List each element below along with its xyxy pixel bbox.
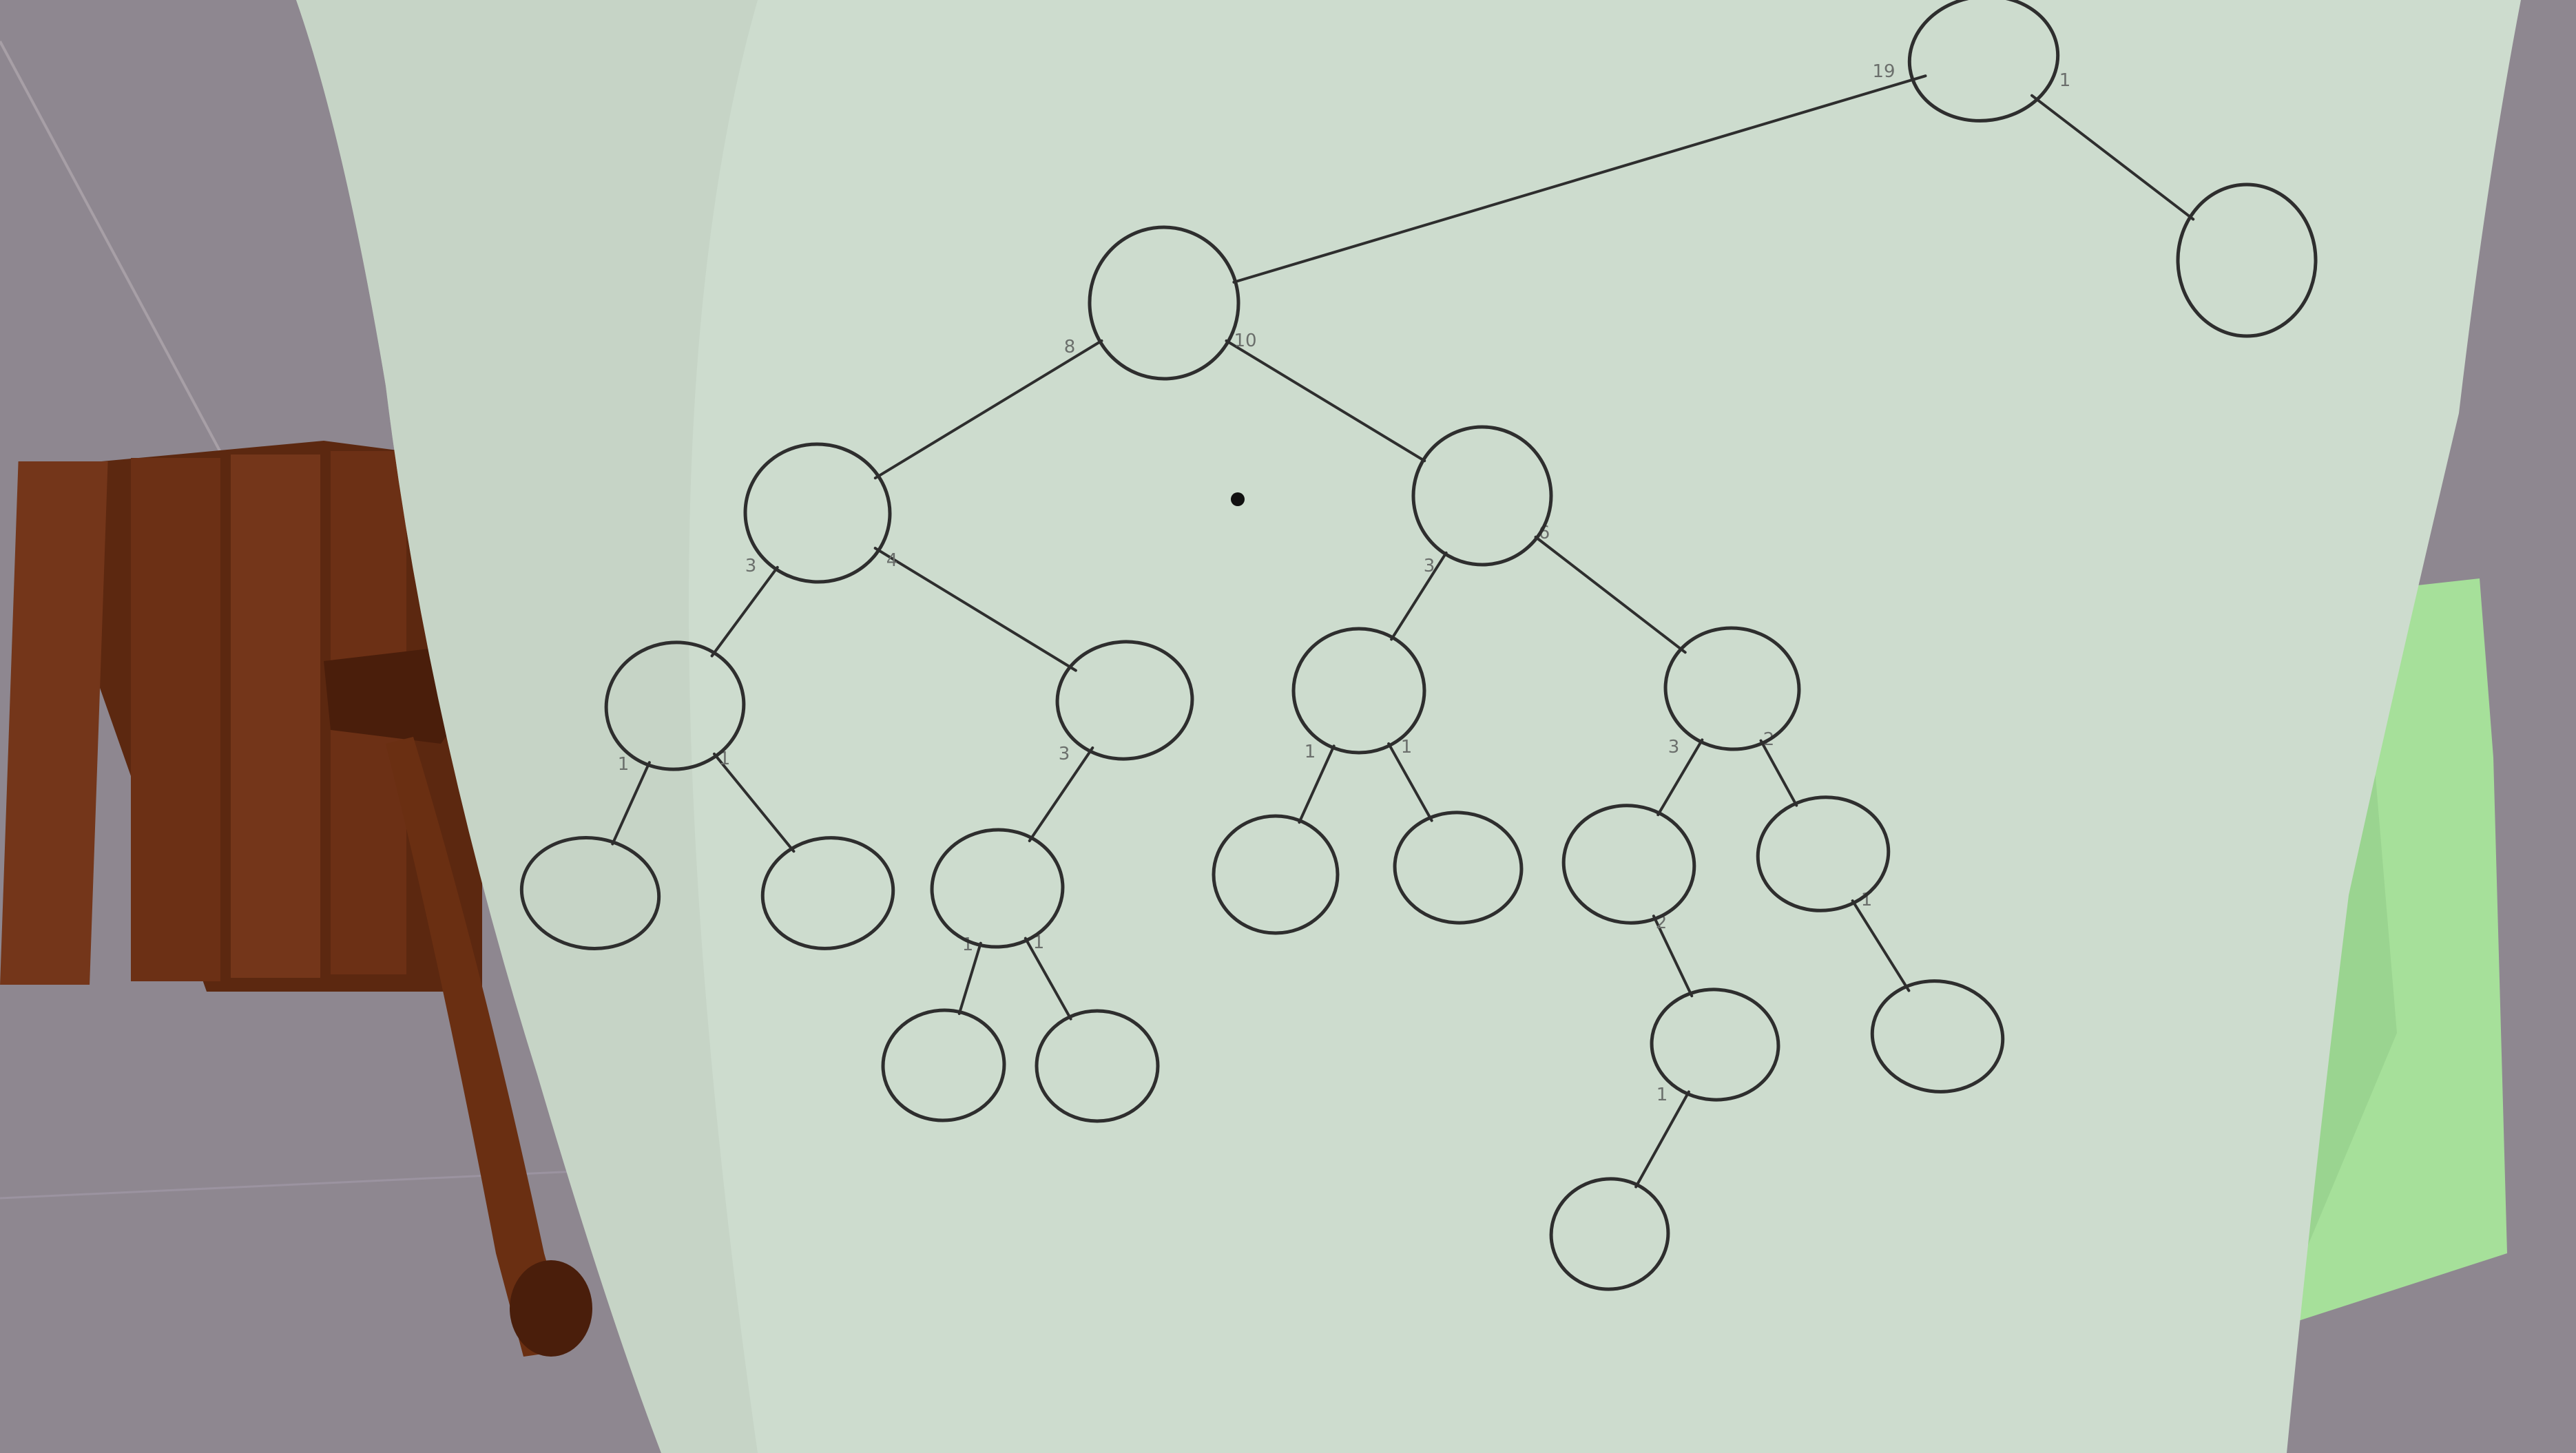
tree-node xyxy=(519,836,661,950)
edge-weight-label: 19 xyxy=(1872,61,1895,82)
tree-node xyxy=(743,442,892,584)
edge-weight-label: 1 xyxy=(1305,742,1316,762)
tree-node xyxy=(1870,979,2005,1094)
tree-edge xyxy=(1634,1090,1690,1189)
tree-node xyxy=(1291,627,1426,755)
tree-node xyxy=(1650,987,1780,1102)
tree-node xyxy=(1663,626,1801,751)
tree-node xyxy=(1088,225,1240,381)
tree-node xyxy=(604,640,746,771)
tree-edge xyxy=(2030,94,2195,221)
tree-edge xyxy=(957,941,982,1015)
edge-weight-label: 4 xyxy=(886,550,898,571)
tree-edge xyxy=(873,547,1077,672)
edge-weight-label: 10 xyxy=(1234,331,1256,351)
tree-edge xyxy=(1534,535,1687,654)
tree-edges xyxy=(611,74,2195,1189)
tree-node xyxy=(1393,811,1524,925)
tree-node xyxy=(1055,640,1194,761)
edge-weight-label: 3 xyxy=(1668,737,1680,757)
tree-edge xyxy=(1024,937,1072,1021)
tree-node xyxy=(1549,1177,1670,1291)
tree-edge xyxy=(1656,738,1704,817)
tree-edge xyxy=(1232,74,1927,284)
tree-edge xyxy=(1390,551,1448,641)
tree-edge xyxy=(1759,739,1798,807)
tree-node xyxy=(1907,0,2060,123)
tree-node xyxy=(1035,1009,1160,1123)
tree-node xyxy=(881,1008,1006,1122)
tree-edge xyxy=(1298,744,1336,824)
paper-sheet xyxy=(296,0,2521,1453)
tree-node xyxy=(930,828,1065,949)
tree-nodes xyxy=(519,0,2318,1291)
tree-edge xyxy=(1387,742,1433,822)
edge-weight-label: 3 xyxy=(1424,556,1435,576)
tree-node xyxy=(1411,425,1553,567)
tree-node xyxy=(760,836,895,950)
tree-node xyxy=(2176,182,2318,338)
edge-weight-label: 3 xyxy=(1059,744,1070,764)
edge-weight-label: 3 xyxy=(745,556,757,576)
edge-weight-label: 1 xyxy=(719,749,731,769)
tree-edge xyxy=(713,752,796,853)
tree-node xyxy=(1561,804,1696,925)
edge-weight-label: 1 xyxy=(1401,737,1413,757)
edge-weight-label: 8 xyxy=(1064,337,1076,357)
tree-edge xyxy=(1225,339,1426,463)
wooden-chair xyxy=(0,441,592,1357)
tree-edge xyxy=(1851,899,1911,992)
tree-edge xyxy=(873,339,1103,480)
paper-shading xyxy=(296,0,758,1453)
tree-edge xyxy=(611,761,651,846)
tree-node xyxy=(1756,795,1891,912)
edge-weight-label: 1 xyxy=(2059,70,2071,91)
edge-weight-label: 1 xyxy=(1033,932,1045,953)
edge-weight-label: 1 xyxy=(1656,1085,1668,1105)
tree-edge xyxy=(710,565,779,658)
ink-dot xyxy=(1231,492,1245,506)
tree-edge xyxy=(1028,746,1094,843)
tree-node xyxy=(1212,814,1340,935)
tree-edge xyxy=(1652,914,1694,998)
edge-weight-label: 1 xyxy=(618,754,630,775)
